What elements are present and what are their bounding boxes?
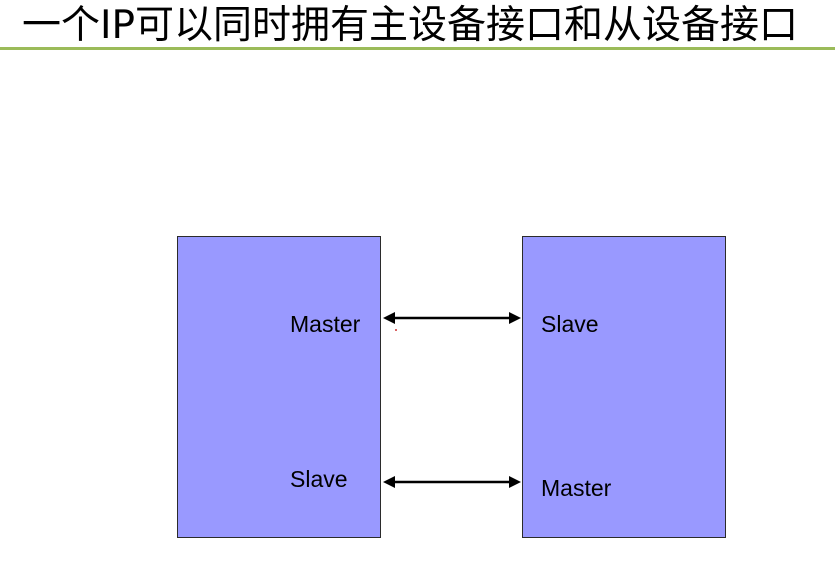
stray-dot <box>395 329 397 331</box>
right-ip-block <box>522 236 726 538</box>
left-block-top-port-label: Master <box>290 311 361 337</box>
slide-title: 一个IP可以同时拥有主设备接口和从设备接口 <box>22 3 799 48</box>
title-underline <box>0 47 835 50</box>
right-block-bottom-port-label: Master <box>541 475 612 501</box>
left-block-bottom-port-label: Slave <box>290 466 348 492</box>
right-block-top-port-label: Slave <box>541 311 599 337</box>
bottom-bidirectional-arrow <box>383 476 521 488</box>
top-bidirectional-arrow <box>383 312 521 324</box>
left-ip-block <box>177 236 381 538</box>
